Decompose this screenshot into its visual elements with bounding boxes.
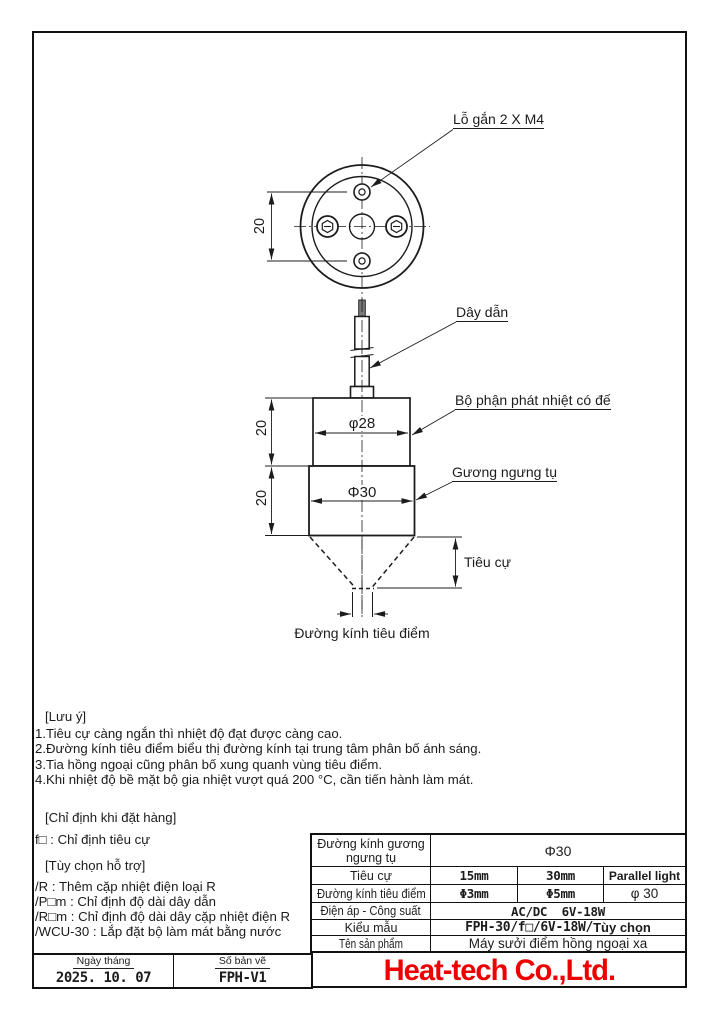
spec-row5-label: Kiểu mẫu <box>312 919 430 935</box>
spec-row6-label: Tên sản phẩm <box>312 935 430 951</box>
note-3: 3.Tia hồng ngoại cũng phân bố xung quanh… <box>35 757 383 772</box>
focal-diameter-label: Đường kính tiêu điểm <box>294 625 430 641</box>
title-block: Ngày tháng Số bản vẽ 2025. 10. 07 FPH-V1 <box>32 953 313 989</box>
option-4: /WCU-30 : Lắp đặt bộ làm mát bằng nước <box>35 924 282 939</box>
heater-and-mirror <box>265 300 456 617</box>
spec-row1-label: Đường kính gương ngưng tụ <box>317 836 425 865</box>
spec-row2-label: Tiêu cự <box>312 866 430 884</box>
dim-mirror-diameter: Φ30 <box>332 485 392 500</box>
m4-hole-bottom <box>353 252 371 270</box>
spec-row5-value: FPH-30/f□/6V-18W/ Tùy chọn <box>430 919 685 935</box>
condenser-mirror-text: Gương ngưng tụ <box>452 464 557 482</box>
lead-wire <box>349 299 457 399</box>
model-code: FPH-30/f□/6V-18W/ <box>465 920 594 935</box>
notes-title: [Lưu ý] <box>45 709 87 724</box>
spec-row3-label: Đường kính tiêu điểm <box>312 884 430 902</box>
heater-unit-text: Bộ phận phát nhiệt có đế <box>455 392 611 410</box>
note-4: 4.Khi nhiệt độ bề mặt bộ gia nhiệt vượt … <box>35 772 474 787</box>
condenser-mirror-label: Gương ngưng tụ <box>452 464 557 482</box>
spec-row2-value3: Parallel light <box>603 866 685 884</box>
spec-row4-label: Điện áp - Công suất <box>312 902 430 919</box>
lead-wire-label: Dây dẫn <box>456 304 509 322</box>
spec-row4-value: AC/DC 6V-18W <box>430 902 685 919</box>
note-2: 2.Đường kính tiêu điểm biểu thị đường kí… <box>35 741 482 756</box>
dim-heater-diameter: φ28 <box>332 416 392 431</box>
note-1: 1.Tiêu cự càng ngắn thì nhiệt độ đạt đượ… <box>35 726 343 741</box>
spec-row3-value2: Φ5mm <box>517 884 603 902</box>
ordering-title: [Chỉ định khi đặt hàng] <box>45 810 177 825</box>
drawing-no-value: FPH-V1 <box>173 968 311 987</box>
spec-row2-value1: 15mm <box>430 866 517 884</box>
option-3: /R□m : Chỉ định độ dài dây cặp nhiệt điệ… <box>35 909 291 924</box>
company-logo: Heat-tech Co.,Ltd. <box>312 953 687 988</box>
spec-row3-value3: φ 30 <box>603 884 685 902</box>
focus-cone <box>309 536 462 617</box>
spec-row2-value2: 30mm <box>517 866 603 884</box>
spec-row1-value: Φ30 <box>430 835 685 866</box>
date-header: Ngày tháng <box>34 955 173 969</box>
lead-wire-text: Dây dẫn <box>456 304 509 322</box>
m4-hole-top <box>353 183 371 201</box>
dim-hole-pitch: 20 <box>252 217 268 235</box>
company-logo-text: Heat-tech Co.,Ltd. <box>383 953 616 987</box>
spec-row6-value: Máy sưởi điểm hồng ngoại xa <box>430 935 685 951</box>
dim-heater-height: 20 <box>254 419 270 437</box>
options-title: [Tùy chọn hỗ trợ] <box>45 858 146 873</box>
date-value: 2025. 10. 07 <box>55 969 152 986</box>
dim-mirror-height: 20 <box>254 489 270 507</box>
mounting-hole-text: Lỗ gắn 2 X M4 <box>453 111 545 129</box>
model-option: Tùy chọn <box>593 920 651 935</box>
ordering-item-1: f□ : Chỉ định tiêu cự <box>35 832 151 847</box>
screw-left <box>316 215 339 238</box>
spec-table: Đường kính gương ngưng tụ Φ30 Tiêu cự 15… <box>310 833 687 953</box>
drawing-no-header: Số bản vẽ <box>173 955 311 969</box>
focal-length-label: Tiêu cự <box>464 554 511 570</box>
screw-right <box>385 215 408 238</box>
option-1: /R : Thêm cặp nhiệt điện loại R <box>35 879 216 894</box>
spec-row3-value1: Φ3mm <box>430 884 517 902</box>
heater-unit-label: Bộ phận phát nhiệt có đế <box>455 392 611 410</box>
mounting-hole-label: Lỗ gắn 2 X M4 <box>453 111 545 129</box>
flange-top-view <box>267 129 454 617</box>
option-2: /P□m : Chỉ định độ dài dây dẫn <box>35 894 216 909</box>
